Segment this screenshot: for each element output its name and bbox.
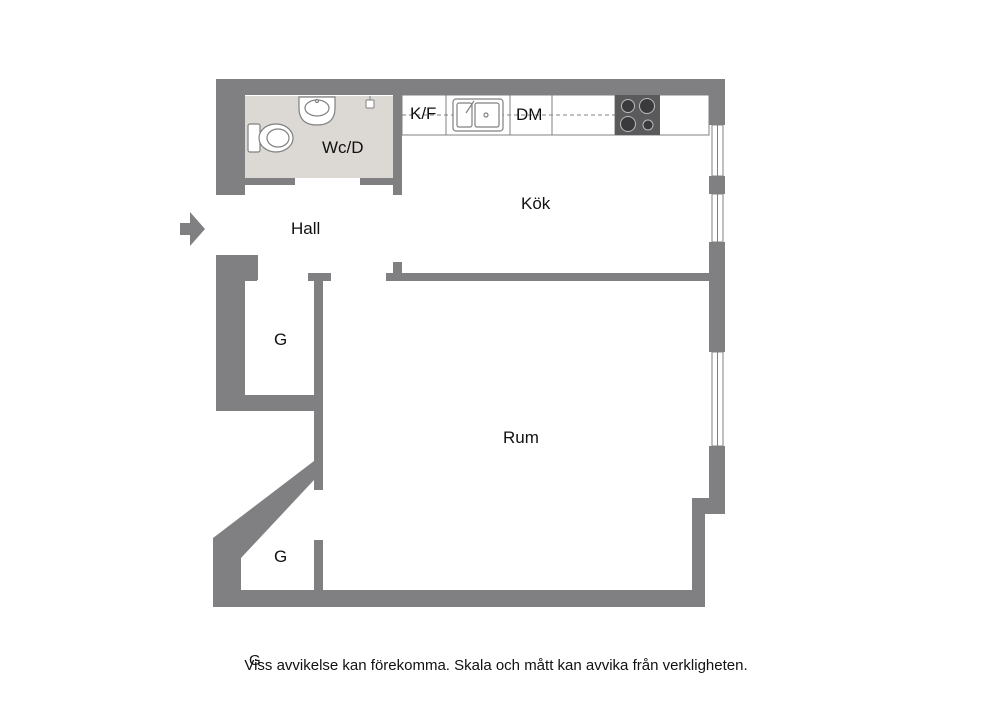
windows	[711, 124, 724, 447]
kitchen-sink-icon	[452, 98, 504, 132]
hall-label: Hall	[291, 219, 321, 238]
kitchen-label: Kök	[521, 194, 551, 213]
fridge-freezer-label: K/F	[410, 104, 437, 123]
entrance-arrow-icon	[180, 212, 205, 246]
closet-upper-label: G	[274, 330, 288, 349]
walls	[213, 79, 725, 607]
stove-icon	[615, 95, 660, 135]
kitchen-counter	[401, 94, 710, 136]
stray-letter: G	[249, 652, 261, 669]
room-label: Rum	[503, 428, 539, 447]
toilet-icon	[247, 123, 294, 153]
wc-label: Wc/D	[322, 138, 364, 157]
disclaimer-text: Viss avvikelse kan förekomma. Skala och …	[244, 657, 748, 674]
dishwasher-label: DM	[516, 105, 543, 124]
shower-tap-icon	[365, 96, 375, 109]
closet-lower-label: G	[274, 547, 288, 566]
washbasin-icon	[298, 96, 336, 126]
